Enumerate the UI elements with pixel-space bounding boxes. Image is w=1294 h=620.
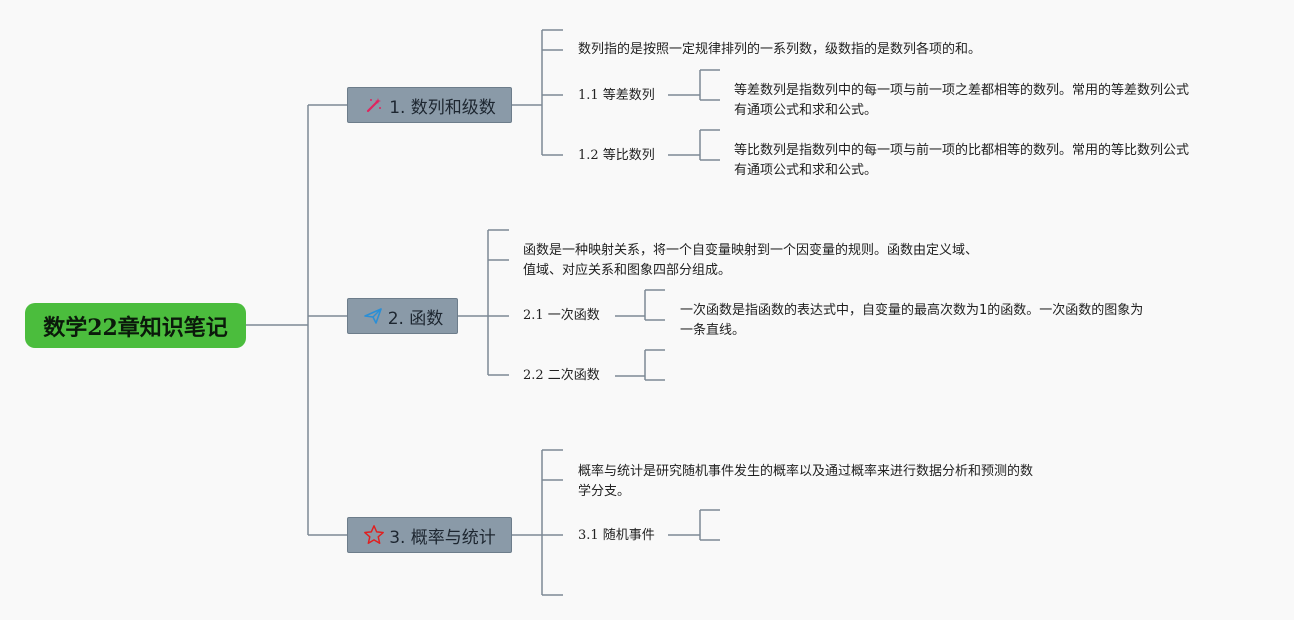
subtopic-note-line: 等比数列是指数列中的每一项与前一项的比都相等的数列。常用的等比数列公式 — [734, 143, 1190, 158]
subtopic-note-line: 一条直线。 — [680, 323, 746, 338]
branch-topic-series[interactable]: 1. 数列和级数 — [347, 87, 512, 123]
branch-title: 1. 数列和级数 — [389, 97, 496, 118]
root-topic[interactable]: 数学22章知识笔记 — [25, 303, 246, 348]
section-summary-line: 值域、对应关系和图象四部分组成。 — [523, 263, 732, 278]
subtopic-label[interactable]: 1.2 等比数列 — [578, 148, 655, 163]
subtopic-note-line: 有通项公式和求和公式。 — [734, 163, 878, 178]
magic-wand-icon — [363, 94, 385, 116]
subtopic-label[interactable]: 1.1 等差数列 — [578, 88, 655, 103]
branch-title: 2. 函数 — [387, 308, 444, 329]
branch-title: 3. 概率与统计 — [389, 527, 496, 548]
paper-plane-icon — [362, 305, 384, 327]
root-title: 数学22章知识笔记 — [43, 314, 228, 341]
subtopic-label[interactable]: 3.1 随机事件 — [578, 528, 655, 543]
subtopic-note-line: 有通项公式和求和公式。 — [734, 103, 878, 118]
branch-topic-probability[interactable]: 3. 概率与统计 — [347, 517, 512, 553]
section-summary-line: 概率与统计是研究随机事件发生的概率以及通过概率来进行数据分析和预测的数 — [578, 464, 1034, 479]
branch-topic-functions[interactable]: 2. 函数 — [347, 298, 458, 334]
section-summary-line: 函数是一种映射关系，将一个自变量映射到一个因变量的规则。函数由定义域、 — [523, 243, 979, 258]
subtopic-label[interactable]: 2.2 二次函数 — [523, 368, 600, 383]
subtopic-note-line: 等差数列是指数列中的每一项与前一项之差都相等的数列。常用的等差数列公式 — [734, 83, 1190, 98]
subtopic-label[interactable]: 2.1 一次函数 — [523, 308, 600, 323]
section-summary-line: 学分支。 — [578, 484, 631, 499]
star-icon — [363, 524, 385, 546]
subtopic-note-line: 一次函数是指函数的表达式中，自变量的最高次数为1的函数。一次函数的图象为 — [680, 303, 1144, 318]
section-summary: 数列指的是按照一定规律排列的一系列数，级数指的是数列各项的和。 — [578, 42, 982, 57]
